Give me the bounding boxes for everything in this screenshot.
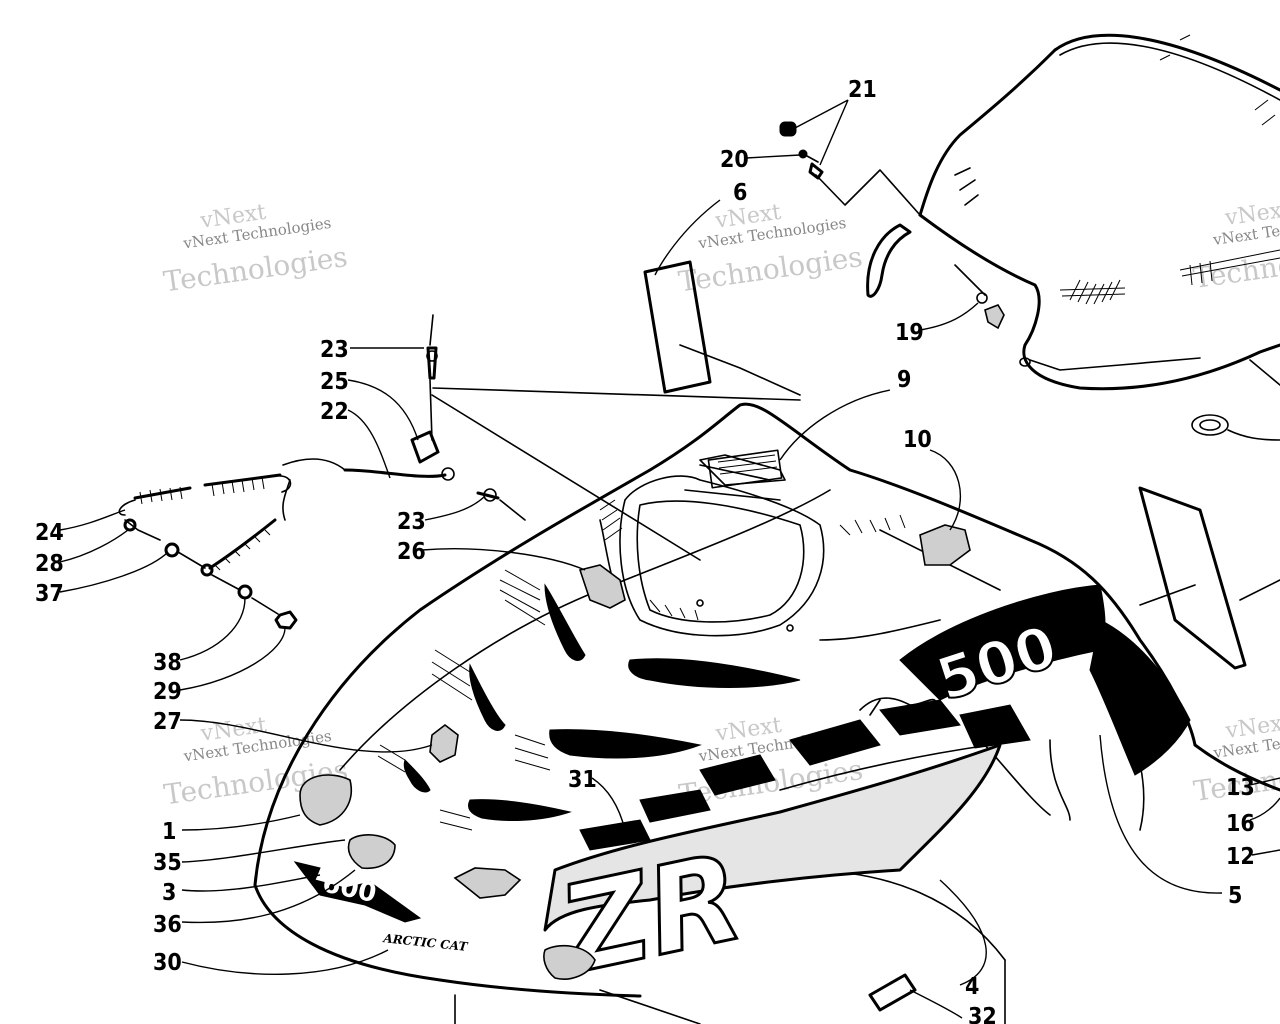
grommet-bottom [543,944,596,980]
leader-lines [59,99,1280,1019]
watermark-top-right: vNext vNext Technologies Technologies [1191,197,1280,295]
callout-21: 21 [848,77,877,103]
callout-16: 16 [1226,811,1255,837]
callout-29: 29 [153,679,182,705]
callout-19: 19 [895,320,924,346]
callout-10: 10 [903,427,932,453]
pad-10 [919,524,971,566]
cable-assembly [118,314,801,630]
windshield [866,33,1280,441]
callout-26: 26 [397,539,426,565]
callout-1: 1 [162,819,176,845]
callout-6: 6 [733,180,747,206]
callout-22: 22 [320,399,349,425]
decal-script-swoosh [859,697,937,716]
watermark-top-center: vNext vNext Technologies Technologies [676,200,864,299]
foam-pads [299,449,971,980]
watermark-top-left: vNext vNext Technologies Technologies [161,200,349,299]
callout-38: 38 [153,650,182,676]
callout-28: 28 [35,551,64,577]
grommet-1 [299,774,352,826]
callout-24: 24 [35,520,64,546]
callout-23-top: 23 [320,337,349,363]
decal-500: 500 [899,584,1191,776]
callout-32: 32 [968,1004,997,1024]
callout-13: 13 [1226,775,1255,801]
callout-3: 3 [162,880,176,906]
pad-26 [578,564,626,609]
decal-nose-600: 600 [293,861,422,923]
callout-25: 25 [320,369,349,395]
callout-31: 31 [568,767,597,793]
callout-labels: 21 20 6 19 9 10 23 25 22 23 26 24 28 37 … [35,77,1255,1024]
decal-checkered [579,699,1031,851]
callout-23-bottom: 23 [397,509,426,535]
callout-36: 36 [153,912,182,938]
callout-20: 20 [720,147,749,173]
callout-27: 27 [153,709,182,735]
svg-text:ARCTIC CAT: ARCTIC CAT [382,931,469,954]
side-panel-right [1138,486,1280,670]
callout-12: 12 [1226,844,1255,870]
decal-brand-script: ARCTIC CAT [382,931,469,954]
windshield-hardware [779,121,1005,330]
grommet-3 [347,834,396,870]
svg-text:500: 500 [929,612,1065,714]
pad-31 [453,867,522,899]
callout-4: 4 [965,974,979,1000]
callout-5: 5 [1228,883,1242,909]
hood-vents [377,569,801,831]
side-panel-left [643,260,801,396]
bottom-bracket [454,959,1006,1024]
hood [253,402,1280,998]
callout-9: 9 [897,367,911,393]
pad-27 [429,723,459,763]
callout-30: 30 [153,950,182,976]
callout-37: 37 [35,581,64,607]
callout-35: 35 [153,850,182,876]
